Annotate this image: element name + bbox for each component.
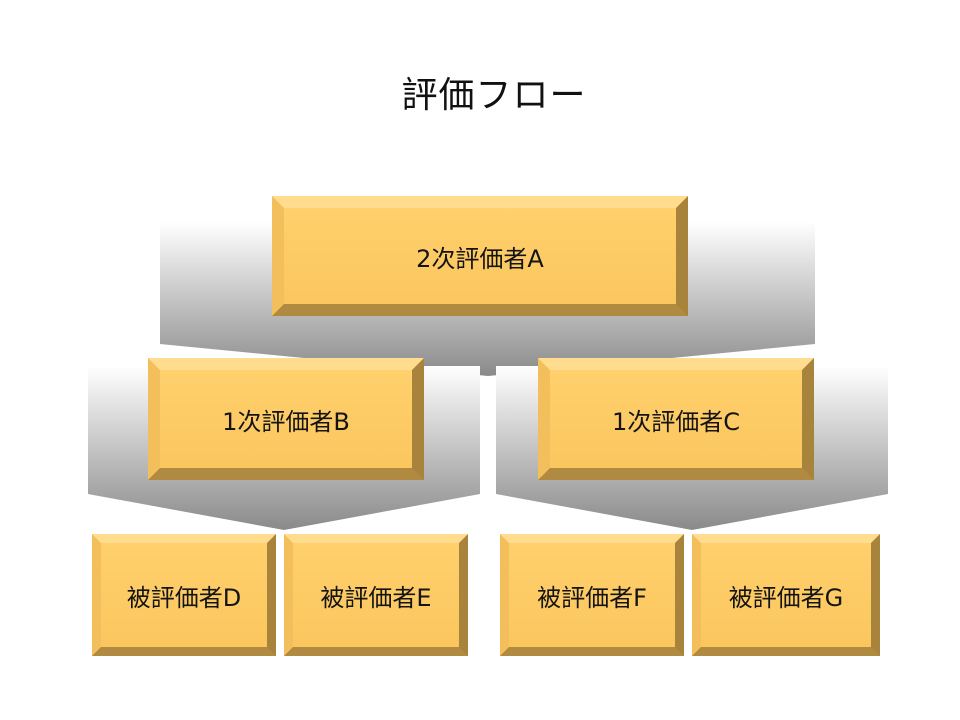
node-c-label: 1次評価者C — [611, 407, 741, 436]
diagram-title: 評価フロー — [401, 75, 587, 116]
node-f: 被評価者F — [500, 534, 684, 656]
node-b-label: 1次評価者B — [222, 407, 350, 436]
node-g: 被評価者G — [692, 534, 880, 656]
node-b: 1次評価者B — [148, 358, 424, 480]
node-d-label: 被評価者D — [126, 583, 242, 612]
node-a: 2次評価者A — [272, 196, 688, 316]
node-f-label: 被評価者F — [537, 583, 647, 612]
node-e: 被評価者E — [284, 534, 468, 656]
node-a-label: 2次評価者A — [416, 244, 544, 273]
node-e-label: 被評価者E — [320, 583, 432, 612]
node-g-label: 被評価者G — [728, 583, 844, 612]
node-d: 被評価者D — [92, 534, 276, 656]
node-c: 1次評価者C — [538, 358, 814, 480]
